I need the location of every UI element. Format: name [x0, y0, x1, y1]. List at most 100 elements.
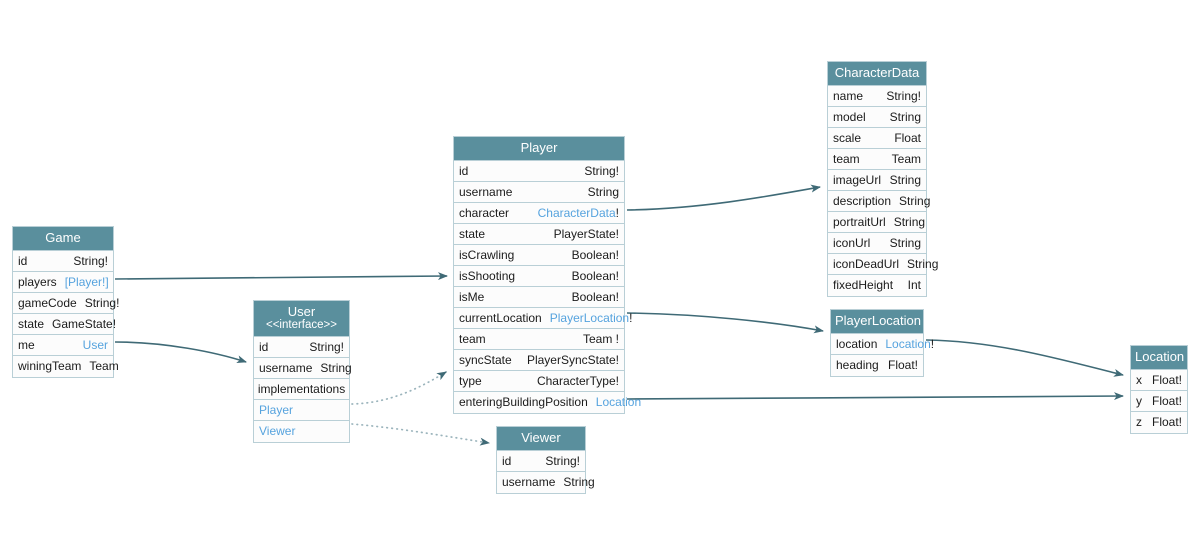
non-null-marker: ! [930, 336, 935, 351]
field-name: id [459, 163, 469, 178]
entity-viewer[interactable]: Viewer id String! username String [496, 426, 595, 494]
field-type-wrap: Location! [885, 337, 934, 351]
field-type: CharacterType! [536, 373, 619, 388]
entity-player-title: Player [454, 137, 624, 161]
field-type: String! [545, 453, 580, 468]
field-type: String! [73, 253, 108, 268]
field-name: team [833, 151, 860, 166]
field-row[interactable]: username String [254, 357, 352, 379]
implementation-player[interactable]: Player [254, 399, 349, 421]
field-type[interactable]: [Player!] [64, 274, 109, 289]
field-name: me [18, 337, 35, 352]
entity-game-name: Game [45, 230, 81, 245]
field-name: state [459, 226, 486, 241]
field-row[interactable]: type CharacterType! [454, 370, 624, 392]
field-row[interactable]: id String! [254, 336, 349, 358]
field-row[interactable]: model String [828, 106, 926, 128]
entity-player-name: Player [520, 140, 558, 155]
field-row[interactable]: fixedHeight Int [828, 274, 926, 296]
field-name: id [259, 339, 269, 354]
field-type: PlayerState! [553, 226, 619, 241]
field-row[interactable]: state PlayerState! [454, 223, 624, 245]
field-type[interactable]: User [82, 337, 108, 352]
field-name[interactable]: Player [259, 402, 294, 417]
field-type: PlayerSyncState! [526, 352, 619, 367]
field-row[interactable]: iconDeadUrl String [828, 253, 938, 275]
entity-game[interactable]: Game id String! players [Player!] gameCo… [12, 226, 119, 378]
field-name: portraitUrl [833, 214, 886, 229]
implementations-header: implementations [254, 378, 349, 400]
field-row[interactable]: isCrawling Boolean! [454, 244, 624, 266]
field-type: Team [89, 359, 119, 374]
field-row[interactable]: team Team [828, 148, 926, 170]
field-name: imageUrl [833, 172, 882, 187]
field-row[interactable]: username String [497, 471, 595, 493]
field-row[interactable]: portraitUrl String [828, 211, 926, 233]
entity-characterdata[interactable]: CharacterData name String! model String … [827, 61, 938, 297]
entity-user-name: User [287, 304, 316, 319]
entity-characterdata-name: CharacterData [834, 65, 920, 80]
field-row[interactable]: currentLocation PlayerLocation! [454, 307, 632, 329]
implementation-viewer[interactable]: Viewer [254, 420, 349, 442]
field-row[interactable]: isMe Boolean! [454, 286, 624, 308]
field-row[interactable]: enteringBuildingPosition Location [454, 391, 641, 413]
edge-player-currentlocation-to-playerlocation [626, 312, 824, 334]
field-row[interactable]: imageUrl String [828, 169, 926, 191]
field-name: gameCode [18, 295, 77, 310]
field-name: id [502, 453, 512, 468]
entity-playerlocation[interactable]: PlayerLocation location Location! headin… [830, 309, 934, 377]
field-row[interactable]: state GameState! [13, 313, 116, 335]
field-row[interactable]: id String! [13, 250, 113, 272]
field-name: iconDeadUrl [833, 256, 900, 271]
entity-location-title: Location [1131, 346, 1187, 370]
field-row[interactable]: z Float! [1131, 411, 1187, 433]
field-type[interactable]: Location [885, 336, 931, 351]
field-type-wrap: CharacterData! [538, 206, 619, 220]
field-name: y [1136, 393, 1142, 408]
entity-playerlocation-name: PlayerLocation [835, 313, 921, 328]
field-name[interactable]: Viewer [259, 424, 296, 439]
field-row[interactable]: scale Float [828, 127, 926, 149]
field-row[interactable]: y Float! [1131, 390, 1187, 412]
field-type: Float! [1151, 393, 1182, 408]
field-row[interactable]: syncState PlayerSyncState! [454, 349, 624, 371]
field-type: String [889, 172, 921, 187]
field-row[interactable]: x Float! [1131, 369, 1187, 391]
field-row[interactable]: username String [454, 181, 624, 203]
field-type[interactable]: CharacterData [537, 205, 616, 220]
field-row[interactable]: id String! [497, 450, 585, 472]
field-row[interactable]: isShooting Boolean! [454, 265, 624, 287]
field-row[interactable]: id String! [454, 160, 624, 182]
entity-user[interactable]: User <<interface>> id String! username S… [253, 300, 352, 443]
field-row[interactable]: players [Player!] [13, 271, 113, 293]
entity-viewer-name: Viewer [521, 430, 561, 445]
edge-player-enteringbuilding-to-location [626, 392, 1124, 401]
field-row[interactable]: iconUrl String [828, 232, 926, 254]
field-type: Boolean! [571, 247, 619, 262]
field-row[interactable]: gameCode String! [13, 292, 119, 314]
edge-player-character-to-characterdata [626, 184, 821, 211]
field-name: winingTeam [18, 359, 82, 374]
field-row[interactable]: heading Float! [831, 354, 923, 376]
field-row[interactable]: name String! [828, 85, 926, 107]
field-type: Float! [1151, 415, 1182, 430]
entity-player[interactable]: Player id String! username String charac… [453, 136, 641, 414]
field-row[interactable]: location Location! [831, 333, 934, 355]
field-row[interactable]: team Team ! [454, 328, 624, 350]
field-name: implementations [257, 381, 346, 396]
field-row[interactable]: description String [828, 190, 930, 212]
field-row[interactable]: me User [13, 334, 113, 356]
field-type: String [889, 109, 921, 124]
field-type: String [320, 360, 352, 375]
field-type[interactable]: PlayerLocation [549, 310, 630, 325]
field-type: String [899, 193, 931, 208]
field-row[interactable]: winingTeam Team [13, 355, 119, 377]
field-name: fixedHeight [833, 278, 894, 293]
field-type: Team [891, 151, 921, 166]
entity-location[interactable]: Location x Float! y Float! z Float! [1130, 345, 1188, 434]
field-row[interactable]: character CharacterData! [454, 202, 624, 224]
non-null-marker: ! [615, 205, 619, 220]
non-null-marker: ! [629, 310, 633, 325]
field-name: currentLocation [459, 310, 542, 325]
field-type[interactable]: Location [595, 395, 642, 410]
